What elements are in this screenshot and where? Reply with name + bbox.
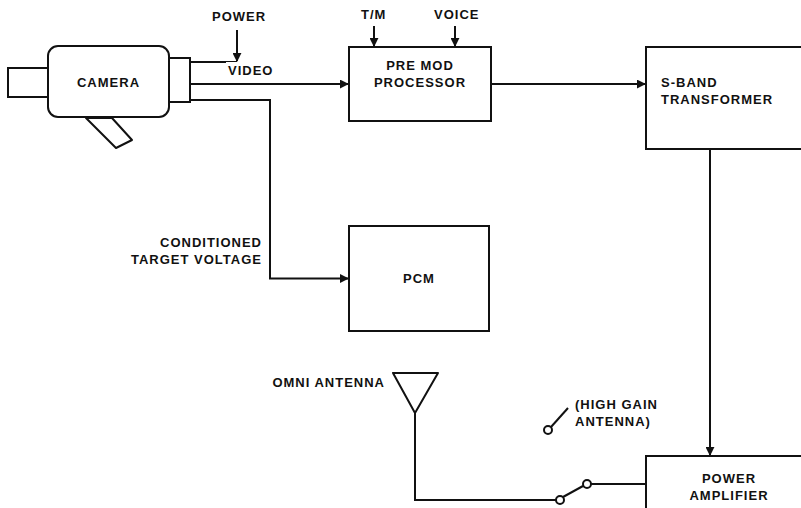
amplifier-box: POWER AMPLIFIER [645, 455, 801, 508]
camera-body: CAMERA [47, 45, 190, 118]
signal-connector [190, 83, 348, 85]
signal-connector [709, 150, 711, 455]
omni-antenna-symbol [393, 373, 438, 413]
input-label: POWER [212, 8, 266, 25]
tm-arrow [373, 26, 375, 46]
input-label: VOICE [434, 6, 479, 23]
camera-housing [48, 46, 169, 117]
high-gain-lead [551, 408, 568, 427]
camera-front-plate [169, 58, 190, 102]
switch-arm [563, 486, 583, 497]
node-label: S-BAND TRANSFORMER [661, 74, 789, 108]
voice-arrow [454, 26, 456, 46]
antenna-label: (HIGH GAIN ANTENNA) [575, 396, 715, 430]
node-label: POWER AMPLIFIER [669, 470, 789, 504]
node-label: PCM [403, 270, 435, 287]
antenna-wire [415, 413, 556, 500]
camera-lens [8, 68, 48, 97]
input-label: T/M [361, 6, 386, 23]
pcm-box: PCM [348, 225, 490, 332]
camera-handle [86, 118, 132, 148]
signal-label: VIDEO [226, 62, 275, 79]
signal-connector [190, 100, 348, 279]
node-label: PRE MOD PROCESSOR [362, 57, 478, 91]
high-gain-contact [544, 426, 552, 434]
switch-pivot [556, 496, 564, 504]
antenna-label: OMNI ANTENNA [272, 374, 385, 391]
switch-contact [583, 480, 591, 488]
signal-connector [492, 83, 645, 85]
signal-label: CONDITIONED TARGET VOLTAGE [97, 234, 262, 268]
node-label: CAMERA [77, 74, 140, 91]
transformer-box: S-BAND TRANSFORMER [645, 46, 801, 150]
amplifier-wire [591, 483, 645, 485]
processor-box: PRE MOD PROCESSOR [348, 46, 492, 122]
power-arrow [236, 30, 238, 61]
